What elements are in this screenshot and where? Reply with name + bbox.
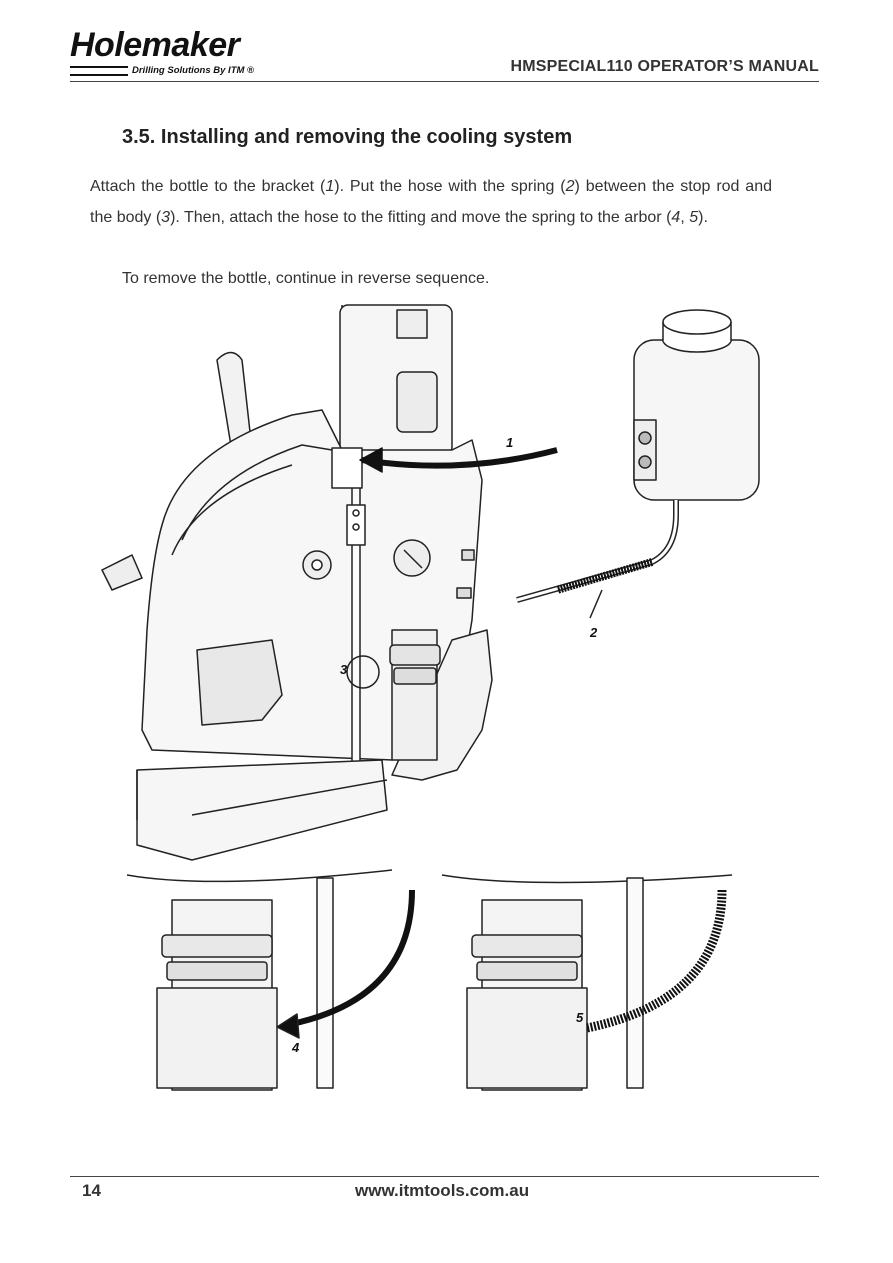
callout-3: 3 xyxy=(340,662,348,677)
detail-circle-3 xyxy=(346,655,380,689)
callout-4: 4 xyxy=(291,1040,300,1055)
paragraph-text: ). Put the hose with the spring ( xyxy=(334,178,566,195)
drill-cooling-system-illustration: 1 2 3 4 5 xyxy=(101,304,760,1091)
hose-spring xyxy=(555,558,654,594)
coolant-hose xyxy=(516,500,679,603)
callout-1: 1 xyxy=(506,435,513,450)
paragraph-text: , xyxy=(680,209,690,226)
callout-reference: 1 xyxy=(325,178,335,195)
bottle-bracket xyxy=(331,447,363,489)
page-number: 14 xyxy=(82,1181,101,1200)
footer-divider xyxy=(70,1176,819,1177)
callout-2: 2 xyxy=(589,625,598,640)
logo-tagline: Drilling Solutions By ITM ® xyxy=(132,65,255,76)
callout-5: 5 xyxy=(576,1010,584,1025)
side-grip xyxy=(101,554,143,591)
section-heading: 3.5. Installing and removing the cooling… xyxy=(122,126,573,148)
callout-reference: 2 xyxy=(565,178,575,195)
callout-reference: 5 xyxy=(689,209,699,226)
detail-panel-4 xyxy=(126,869,415,1091)
paragraph-text: ) between the stop rod and the body ( xyxy=(90,178,773,226)
arrow-1 xyxy=(361,447,558,469)
spring-on-arbor xyxy=(586,889,727,1033)
removal-paragraph: To remove the bottle, continue in revers… xyxy=(122,270,490,287)
paragraph-text: Attach the bottle to the bracket ( xyxy=(90,178,326,195)
brand-logo: Holemaker Drilling Solutions By ITM ® xyxy=(70,28,290,76)
magnetic-base xyxy=(136,759,388,861)
paragraph-text: ). xyxy=(698,209,708,226)
detail-panel-5 xyxy=(441,874,733,1091)
paragraph-text: ). Then, attach the hose to the fitting … xyxy=(170,209,672,226)
logo-stripes xyxy=(70,65,128,76)
callout-reference: 3 xyxy=(161,209,171,226)
website-url: www.itmtools.com.au xyxy=(355,1181,530,1200)
manual-title: HMSPECIAL110 OPERATOR’S MANUAL xyxy=(510,58,819,75)
logo-wordmark: Holemaker xyxy=(70,26,240,64)
callout-reference: 4 xyxy=(671,209,681,226)
arrow-4 xyxy=(286,889,415,1028)
instruction-paragraph: Attach the bottle to the bracket (1). Pu… xyxy=(90,171,772,233)
header-divider xyxy=(70,81,819,82)
